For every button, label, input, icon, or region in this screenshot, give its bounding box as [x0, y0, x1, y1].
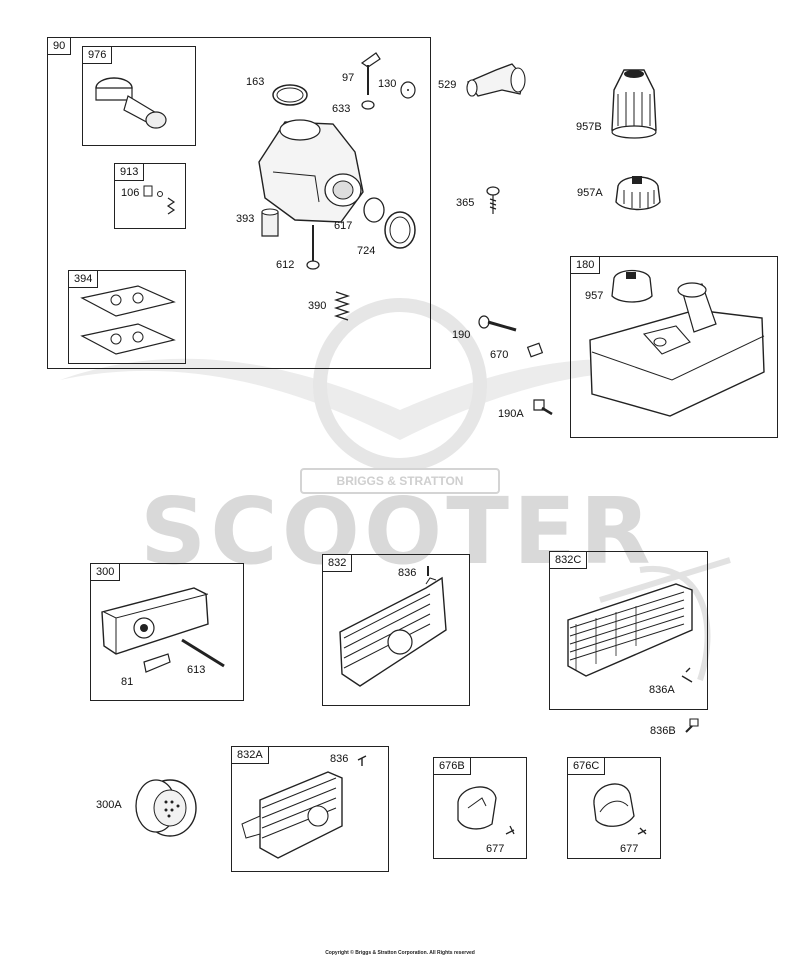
label-677-c: 677 [620, 843, 639, 855]
label-81: 81 [121, 676, 134, 688]
spring-kit-parts [142, 184, 182, 216]
screw-836b [684, 718, 700, 734]
label-836a: 836A [649, 684, 675, 696]
muffler-300a-drawing [130, 772, 200, 842]
box-deflector-676b: 676B [433, 757, 527, 859]
muffler-guard-832a-drawing [238, 764, 380, 868]
label-365: 365 [456, 197, 475, 209]
label-836-bottom: 836 [330, 753, 349, 765]
main-jet-612 [305, 225, 321, 270]
watermark-brand: BRIGGS & STRATTON [300, 468, 500, 494]
label-836-top: 836 [398, 567, 417, 579]
carburetor-body [245, 112, 375, 232]
box-muffler: 300 [90, 563, 244, 701]
label-957: 957 [585, 290, 604, 302]
screw-365 [486, 186, 500, 214]
label-612: 612 [276, 259, 295, 271]
label-677-b: 677 [486, 843, 505, 855]
label-190: 190 [452, 329, 471, 341]
fuel-cap-957a [612, 176, 664, 214]
label-670: 670 [490, 349, 509, 361]
float-pin-393 [260, 208, 282, 240]
box-tag-832a: 832A [232, 747, 269, 764]
box-tag-90: 90 [48, 38, 72, 55]
box-spring-kit: 913 [114, 163, 186, 229]
throttle-shaft-97 [354, 45, 384, 115]
fuel-cap-957b [604, 66, 662, 144]
deflector-676b-drawing [452, 778, 522, 846]
muffler-guard-832-drawing [330, 574, 462, 698]
bolt-190 [478, 314, 518, 336]
label-613: 613 [187, 664, 206, 676]
spacer-670 [526, 342, 546, 360]
elbow-fitting-529 [462, 58, 528, 102]
label-97: 97 [342, 72, 355, 84]
box-deflector-676c: 676C [567, 757, 661, 859]
label-529: 529 [438, 79, 457, 91]
label-724: 724 [357, 245, 376, 257]
gasket-ring-163 [272, 83, 312, 109]
box-gasket-set: 394 [68, 270, 186, 364]
muffler-guard-832c-drawing [556, 572, 700, 700]
box-tag-676b: 676B [434, 758, 471, 775]
label-163: 163 [246, 76, 265, 88]
spring-390 [334, 290, 350, 324]
box-carburetor-kit: 90 [47, 37, 431, 369]
box-muffler-guard-832c: 832C [549, 551, 708, 710]
box-tag-913: 913 [115, 164, 145, 181]
box-tag-394: 394 [69, 271, 99, 288]
label-300a: 300A [96, 799, 122, 811]
gaskets-617-724 [356, 196, 420, 256]
label-633: 633 [332, 103, 351, 115]
label-617: 617 [334, 220, 353, 232]
label-393: 393 [236, 213, 255, 225]
label-390: 390 [308, 300, 327, 312]
throttle-plate-130 [398, 80, 418, 100]
intake-seal-drawing [88, 66, 188, 138]
bolt-190a [532, 398, 554, 418]
copyright-footer: Copyright © Briggs & Stratton Corporatio… [325, 950, 475, 956]
box-tag-832: 832 [323, 555, 353, 572]
box-tag-832c: 832C [550, 552, 588, 569]
box-muffler-guard-832: 832 [322, 554, 470, 706]
label-106: 106 [121, 187, 140, 199]
label-957b: 957B [576, 121, 602, 133]
gasket-set-drawing [76, 284, 180, 360]
box-intake-seal: 976 [82, 46, 196, 146]
box-tag-180: 180 [571, 257, 601, 274]
deflector-676c-drawing [588, 776, 654, 844]
label-190a: 190A [498, 408, 524, 420]
label-130: 130 [378, 78, 397, 90]
box-muffler-guard-832a: 832A [231, 746, 389, 872]
label-957a: 957A [577, 187, 603, 199]
box-tag-976: 976 [83, 47, 113, 64]
muffler-drawing [98, 584, 234, 690]
label-836b: 836B [650, 725, 676, 737]
fuel-tank-drawing [584, 270, 770, 428]
box-fuel-tank: 180 [570, 256, 778, 438]
box-tag-300: 300 [91, 564, 121, 581]
box-tag-676c: 676C [568, 758, 606, 775]
